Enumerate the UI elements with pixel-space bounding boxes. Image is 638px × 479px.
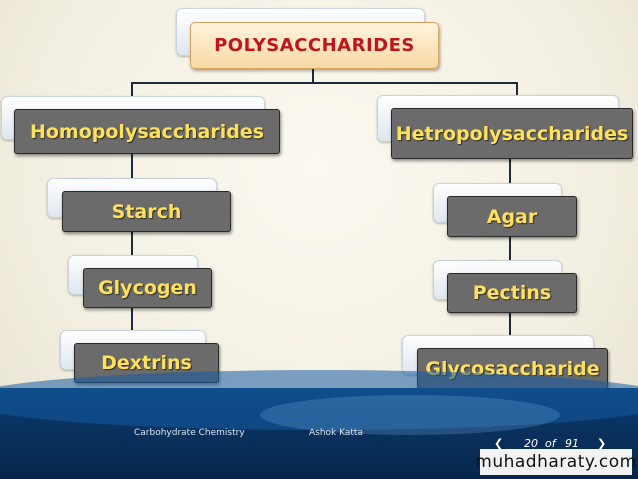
page-current: 20 (524, 437, 538, 450)
footer-glow (260, 395, 560, 435)
next-page-button[interactable]: ❯ (597, 437, 607, 450)
homopolysaccharides-node: Homopolysaccharides (14, 109, 280, 154)
root-stem (312, 68, 314, 83)
left-chain (131, 152, 133, 352)
page-of-label: of (545, 437, 556, 450)
footer-author: Ashok Katta (309, 428, 363, 438)
page-total: 91 (565, 437, 579, 450)
branch-bar (131, 82, 518, 84)
starch-node: Starch (62, 191, 231, 232)
root-node: POLYSACCHARIDES (190, 22, 439, 69)
hetropolysaccharides-node: Hetropolysaccharides (391, 108, 633, 159)
glycogen-node: Glycogen (83, 268, 212, 308)
previous-page-button[interactable]: ❮ (494, 437, 504, 450)
footer-subject: Carbohydrate Chemistry (134, 428, 245, 438)
agar-node: Agar (447, 196, 577, 237)
watermark: muhadharaty.com (475, 449, 636, 475)
pectins-node: Pectins (447, 273, 577, 313)
footer-wave (0, 370, 638, 430)
right-chain (509, 158, 511, 356)
